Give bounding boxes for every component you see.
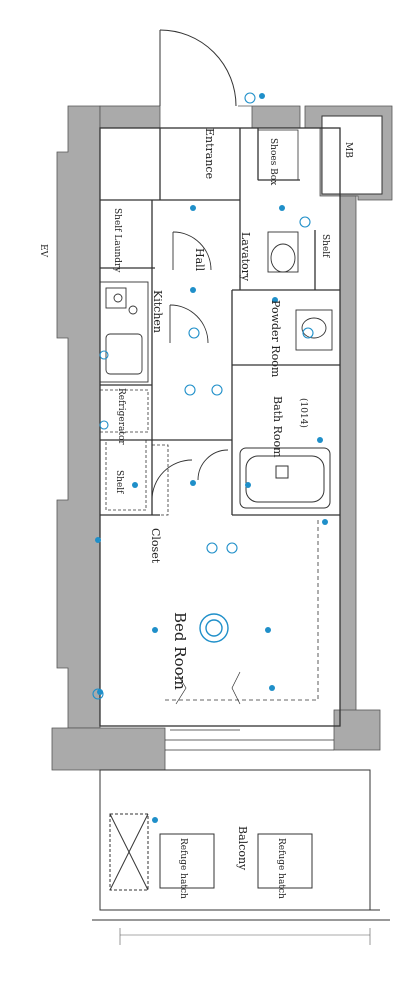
balcony	[92, 769, 390, 921]
room-label-balcony: Balcony	[236, 826, 249, 871]
room-label-shoes-box: Shoes Box	[268, 138, 278, 186]
outlet-glyphs	[92, 92, 314, 700]
room-label-hall: Hall	[193, 248, 206, 272]
powder-sink	[295, 309, 333, 351]
room-label-bath-room: Bath Room	[271, 396, 284, 458]
room-label-refuge-hatch-2: Refuge hatch	[276, 838, 286, 899]
room-label-entrance: Entrance	[203, 128, 216, 180]
entrance-door	[159, 29, 237, 107]
room-label-shelf-small: Shelf	[114, 470, 124, 494]
closet-outline	[151, 444, 169, 516]
room-label-kitchen: Kitchen	[151, 290, 164, 333]
room-label-refuge-hatch-1: Refuge hatch	[178, 838, 188, 899]
room-label-powder-room: Powder Room	[269, 300, 282, 378]
bedroom-switch-markers	[175, 671, 241, 705]
exterior-walls	[51, 105, 393, 771]
room-label-shelf-laundry: Shelf Laundry	[112, 208, 122, 273]
room-label-bed-room: Bed Room	[171, 612, 189, 690]
ceiling-light	[199, 613, 229, 643]
room-label-closet: Closet	[149, 528, 162, 564]
dimension-lines	[119, 928, 371, 945]
room-label-mb: MB	[343, 142, 353, 158]
room-label-bath-size: (1014)	[298, 398, 308, 428]
fixture-dots	[95, 93, 328, 823]
toilet	[267, 231, 299, 273]
bedroom-dashed	[165, 520, 319, 701]
shelf-boxes	[99, 129, 299, 511]
kitchen-counter	[99, 281, 149, 383]
room-label-ev: EV	[38, 244, 48, 258]
room-label-refrigerator: Refrigerator	[116, 388, 126, 445]
room-label-lavatory: Lavatory	[239, 232, 252, 282]
mb-box	[321, 115, 383, 195]
interior-doors	[151, 231, 229, 501]
windows	[165, 729, 334, 751]
bathtub	[239, 447, 331, 509]
room-label-shelf: Shelf	[320, 234, 330, 258]
